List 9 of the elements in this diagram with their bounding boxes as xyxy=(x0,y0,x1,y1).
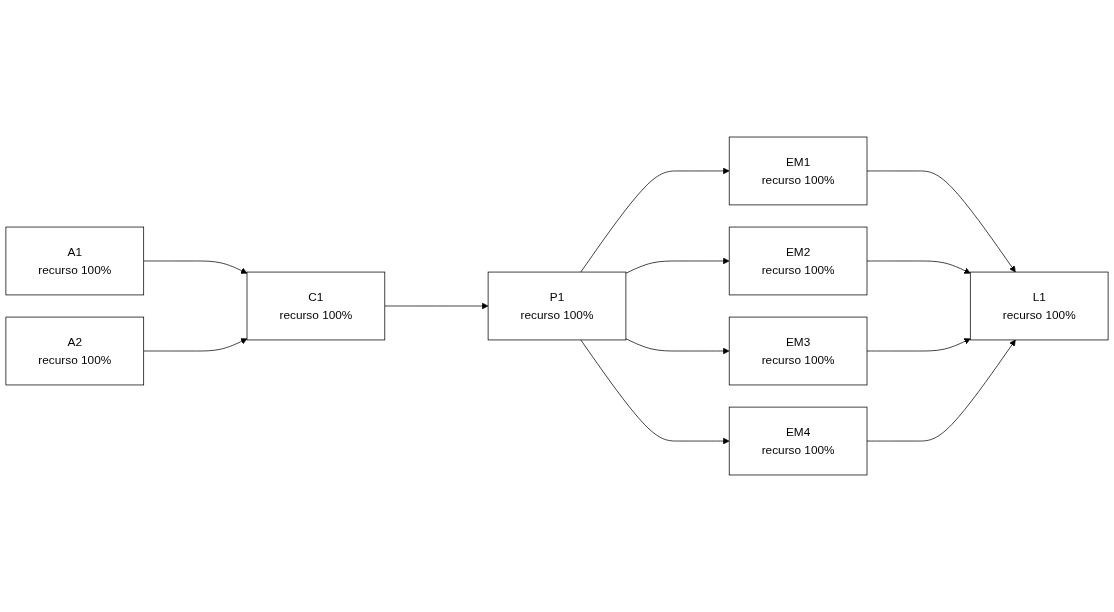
node-box: A2 recurso 100% xyxy=(5,316,145,386)
node-box: EM3 recurso 100% xyxy=(728,316,868,386)
node-box: P1 recurso 100% xyxy=(487,271,627,341)
node-box: EM2 recurso 100% xyxy=(728,226,868,296)
node-box: C1 recurso 100% xyxy=(246,271,386,341)
node-box: EM1 recurso 100% xyxy=(728,136,868,206)
node-box: L1 recurso 100% xyxy=(969,271,1109,341)
node-box: A1 recurso 100% xyxy=(5,226,145,296)
node-box: EM4 recurso 100% xyxy=(728,406,868,476)
